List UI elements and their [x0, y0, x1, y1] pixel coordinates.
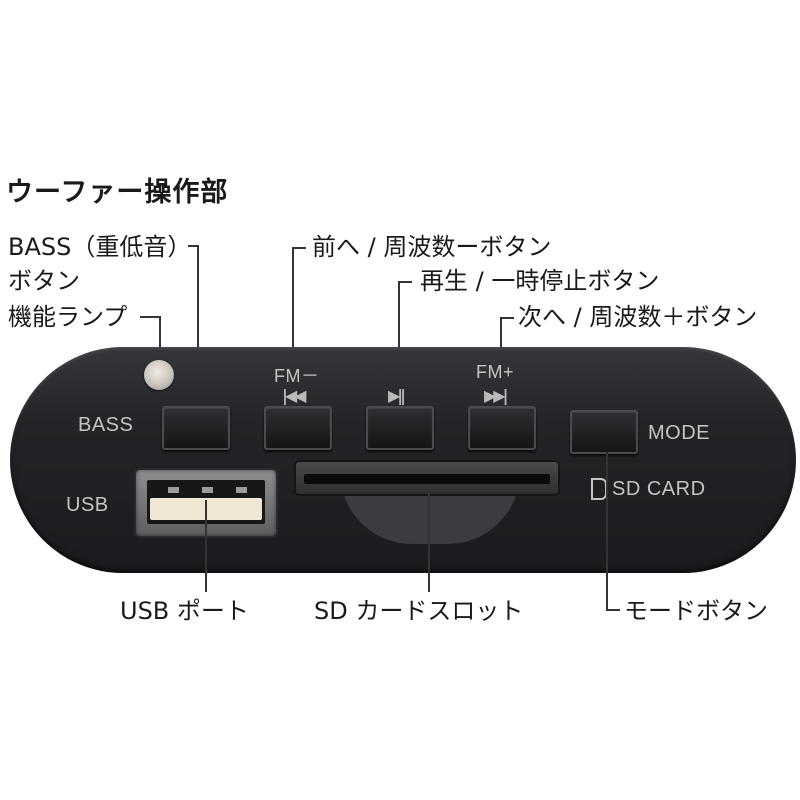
sd-leader-v — [428, 492, 430, 592]
bass-silkscreen: BASS — [78, 414, 134, 436]
section-title: ウーファー操作部 — [6, 177, 229, 208]
play-pause-button[interactable] — [366, 406, 434, 450]
play-pause-icon: ▶|| — [388, 386, 406, 405]
play-leader-h — [398, 281, 412, 283]
mode-leader-h — [606, 609, 620, 611]
sd-card-silkscreen: SD CARD — [612, 478, 706, 500]
prev-leader-v — [292, 247, 294, 405]
bass-leader-h — [188, 245, 198, 247]
usb-contact-hole — [202, 487, 213, 493]
usb-contact-hole — [236, 487, 247, 493]
usb-contact-hole — [168, 487, 179, 493]
usb-leader-v — [205, 500, 207, 592]
play-callout: 再生 / 一時停止ボタン — [420, 267, 660, 295]
bass-leader-v — [197, 245, 199, 405]
sd-callout: SD カードスロット — [314, 597, 524, 625]
usb-callout: USB ポート — [120, 597, 249, 625]
lamp-leader-h — [140, 316, 160, 318]
mode-callout: モードボタン — [624, 597, 768, 625]
next-leader-h — [500, 317, 514, 319]
usb-silkscreen: USB — [66, 494, 109, 516]
lamp-callout: 機能ランプ — [8, 303, 128, 331]
prev-callout: 前へ / 周波数ーボタン — [312, 233, 552, 261]
next-icon: ▶▶| — [484, 386, 509, 405]
bass-button[interactable] — [162, 406, 230, 450]
lamp-leader-v — [159, 316, 161, 360]
next-callout: 次へ / 周波数＋ボタン — [518, 303, 758, 331]
bass-callout-line2: ボタン — [8, 267, 80, 295]
previous-frequency-minus-button[interactable] — [264, 406, 332, 450]
fm-minus-silkscreen: FM－ — [274, 366, 320, 386]
fm-plus-silkscreen: FM+ — [476, 362, 515, 382]
previous-icon: |◀◀ — [282, 386, 307, 405]
prev-leader-h — [292, 247, 306, 249]
mode-leader-v — [606, 452, 608, 610]
next-frequency-plus-button[interactable] — [468, 406, 536, 450]
mode-silkscreen: MODE — [648, 422, 710, 444]
sd-card-orientation-icon — [591, 478, 607, 500]
function-lamp — [144, 360, 174, 390]
mode-button[interactable] — [570, 410, 638, 454]
play-leader-v — [398, 281, 400, 405]
bass-callout-line1: BASS（重低音） — [8, 233, 192, 261]
sd-card-slot-opening — [304, 474, 550, 484]
